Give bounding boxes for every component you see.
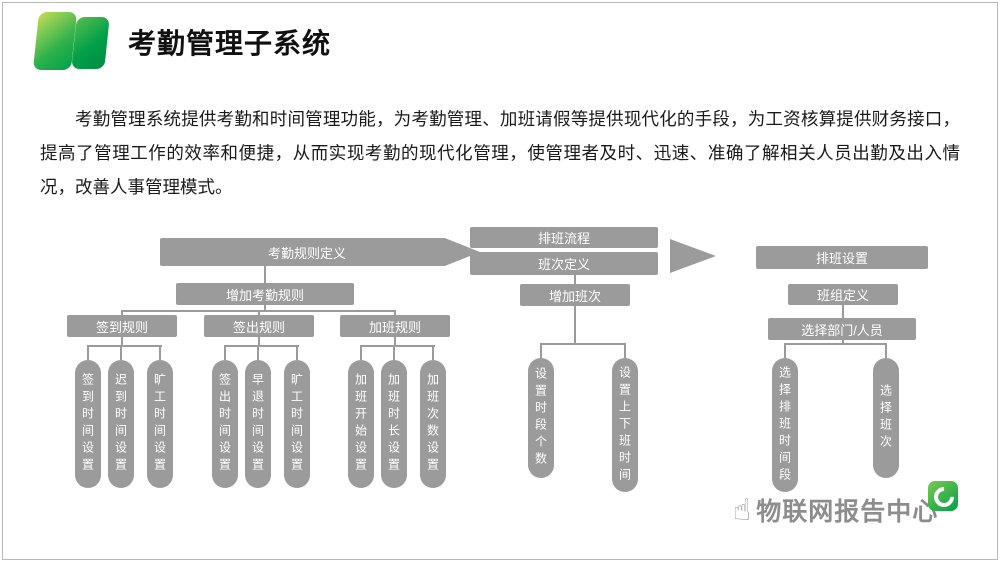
connector-line <box>784 343 786 358</box>
node-early-leave-time-setting: 早退时间设置 <box>245 360 271 488</box>
connector-line <box>87 345 162 347</box>
watermark-green-logo-icon <box>928 481 959 512</box>
flow-scheduling-process: 排班流程 <box>470 227 658 248</box>
logo-green-shape-left <box>32 12 78 70</box>
flow-add-shift: 增加班次 <box>520 284 630 306</box>
connector-line <box>394 337 396 346</box>
right-arrow-shape <box>670 239 716 273</box>
connector-line <box>842 340 844 345</box>
connector-line <box>842 305 844 318</box>
connector-line <box>257 345 259 360</box>
flow-scheduling-setting: 排班设置 <box>756 246 928 269</box>
connector-line <box>540 343 626 345</box>
connector-line <box>540 343 542 358</box>
connector-line <box>624 343 626 358</box>
connector-line <box>120 345 122 360</box>
page-title: 考勤管理子系统 <box>128 28 332 59</box>
connector-line <box>784 343 887 345</box>
connector-line <box>296 345 298 360</box>
connector-line <box>360 345 435 347</box>
node-select-schedule-period: 选择排班时间段 <box>772 358 798 492</box>
connector-line <box>121 337 123 346</box>
connector-line <box>264 266 266 283</box>
connector-line <box>258 337 260 346</box>
node-set-work-hours: 设置上下班时间 <box>612 358 638 492</box>
watermark-text: 物联网报告中心 <box>756 498 939 526</box>
logo-green-shape-right <box>71 17 110 69</box>
brand-logo <box>30 8 120 74</box>
flow-checkout-rules: 签出规则 <box>204 315 314 337</box>
flow-add-attendance-rule: 增加考勤规则 <box>176 283 354 305</box>
node-set-period-count: 设置时段个数 <box>528 358 554 478</box>
connector-line <box>258 310 260 316</box>
connector-line <box>885 343 887 358</box>
connector-line <box>224 345 299 347</box>
connector-line <box>360 345 362 360</box>
node-select-shift: 选择班次 <box>873 358 899 478</box>
connector-line <box>574 306 576 345</box>
node-overtime-start-setting: 加班开始设置 <box>348 360 374 488</box>
node-checkout-time-setting: 签出时间设置 <box>212 360 238 488</box>
connector-line <box>574 275 576 284</box>
connector-line <box>394 310 396 316</box>
node-absence-time-setting: 旷工时间设置 <box>147 360 173 488</box>
flow-shift-definition: 班次定义 <box>470 252 658 275</box>
flow-select-department-personnel: 选择部门/人员 <box>768 318 916 340</box>
flow-attendance-rule-definition: 考勤规则定义 <box>160 238 480 266</box>
connector-line <box>87 345 89 360</box>
connector-line <box>159 345 161 360</box>
flow-overtime-rules: 加班规则 <box>340 315 450 337</box>
node-checkin-time-setting: 签到时间设置 <box>75 360 101 488</box>
connector-line <box>224 345 226 360</box>
flow-checkin-rules: 签到规则 <box>67 315 177 337</box>
watermark-logo-swirl <box>929 482 959 512</box>
hand-icon: ☝ <box>733 493 752 527</box>
flow-team-definition: 班组定义 <box>788 284 898 305</box>
connector-line <box>121 310 123 316</box>
node-late-time-setting: 迟到时间设置 <box>108 360 134 488</box>
node-absence-time-setting-2: 旷工时间设置 <box>284 360 310 488</box>
connector-line <box>432 345 434 360</box>
connector-line <box>264 305 266 311</box>
watermark: ☝ 物联网报告中心 <box>733 492 938 528</box>
intro-paragraph: 考勤管理系统提供考勤和时间管理功能，为考勤管理、加班请假等提供现代化的手段，为工… <box>40 109 960 198</box>
node-overtime-duration-setting: 加班时长设置 <box>381 360 407 488</box>
node-overtime-count-setting: 加班次数设置 <box>420 360 446 488</box>
connector-line <box>393 345 395 360</box>
